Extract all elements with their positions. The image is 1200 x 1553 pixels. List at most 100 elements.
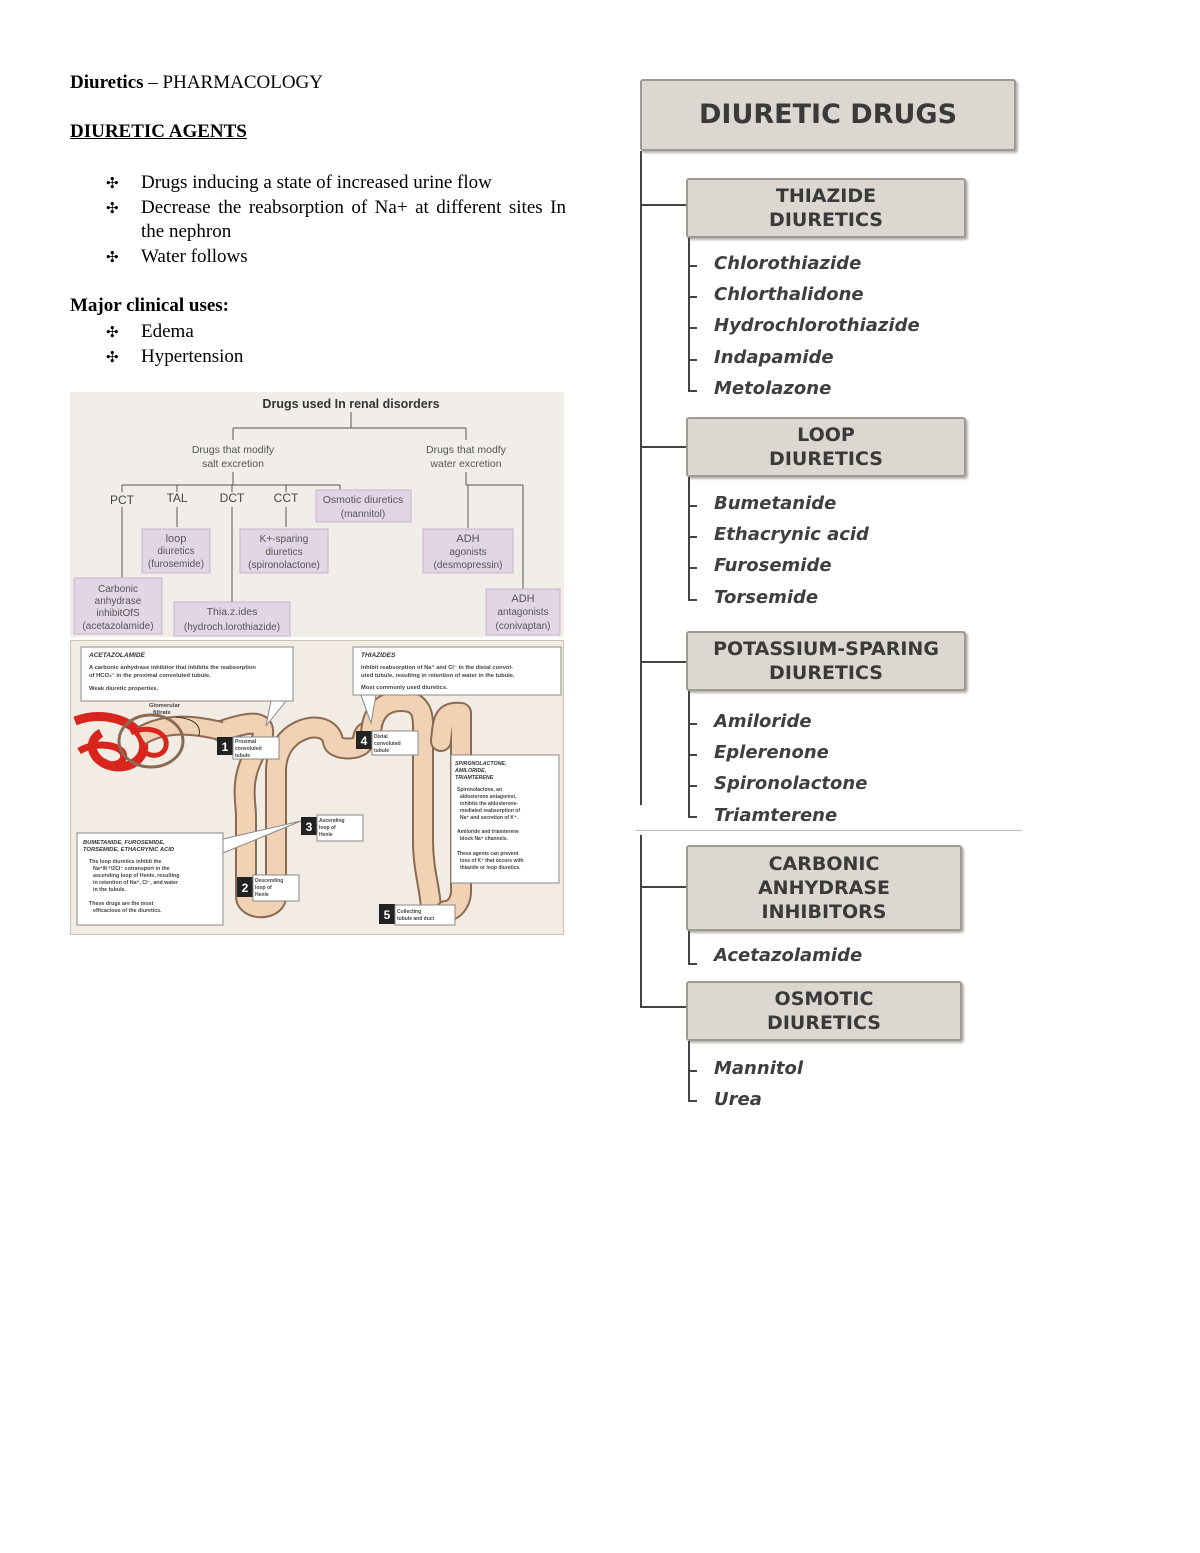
sp-title-2: AMILORIDE, xyxy=(454,768,487,774)
thiazides-box xyxy=(173,601,291,637)
sp-title-1: SPIRONOLACTONE, xyxy=(455,761,507,767)
tick xyxy=(688,1070,697,1072)
diuretic-hierarchy: DIURETIC DRUGS THIAZIDE DIURETICS Chloro… xyxy=(636,75,1026,1125)
seg2-c: Henle xyxy=(255,892,269,898)
branch-line xyxy=(640,886,688,888)
group-loop-box: LOOP DIURETICS xyxy=(686,417,966,477)
tick xyxy=(688,963,697,965)
tick xyxy=(688,723,697,725)
group-line xyxy=(688,931,690,964)
drug-acetazolamide: Acetazolamide xyxy=(714,945,863,966)
seg5-num: 5 xyxy=(384,908,391,922)
loop-b1d: in retention of Na⁺, Cl⁻, and water xyxy=(93,880,178,886)
sp-b2b: block Na⁺ channels. xyxy=(460,836,509,842)
drug-ethacrynic-acid: Ethacrynic acid xyxy=(714,524,869,545)
root-box: DIURETIC DRUGS xyxy=(640,79,1016,151)
seg1-c: tubule xyxy=(235,753,250,759)
water-label-1: Drugs that modfy xyxy=(426,444,507,456)
tick xyxy=(688,296,697,298)
group-title: OSMOTIC DIURETICS xyxy=(767,988,881,1034)
drug-hydrochlorothiazide: Hydrochlorothiazide xyxy=(714,315,920,336)
seg4-num: 4 xyxy=(361,734,368,748)
tick xyxy=(688,359,697,361)
tick xyxy=(688,265,697,267)
adh-antagonist-label-2: antagonists xyxy=(497,607,548,618)
thz-title: THIAZIDES xyxy=(361,652,396,659)
section-divider xyxy=(636,830,1022,831)
adh-antagonist-label-3: (conivaptan) xyxy=(495,621,550,632)
loop-b2b: efficacious of the diuretics. xyxy=(93,908,162,914)
sp-b3a: These agents can prevent xyxy=(457,851,519,857)
list-item: ✣Edema xyxy=(106,320,566,345)
tick xyxy=(688,754,697,756)
thz-b2: Most commonly used diuretics. xyxy=(361,685,448,691)
loop-label-1: loop xyxy=(166,533,187,545)
branch-line xyxy=(640,446,688,448)
renal-drugs-diagram: Drugs used In renal disorders Drugs that… xyxy=(70,392,564,637)
bullet-text: Water follows xyxy=(141,245,248,267)
renal-diagram-svg: Drugs used In renal disorders Drugs that… xyxy=(73,397,561,637)
list-item: ✣Water follows xyxy=(106,245,566,270)
drug-furosemide: Furosemide xyxy=(714,555,832,576)
pct-label: PCT xyxy=(110,493,135,507)
drug-indapamide: Indapamide xyxy=(714,347,834,368)
sp-b2a: Amiloride and triamterene xyxy=(457,829,519,835)
bullet-icon: ✣ xyxy=(106,174,119,192)
title-rest: – PHARMACOLOGY xyxy=(143,72,323,93)
tal-label: TAL xyxy=(166,491,187,505)
tick xyxy=(688,327,697,329)
group-line xyxy=(688,477,690,600)
water-label-2: water excretion xyxy=(429,458,501,470)
acet-b1a: A carbonic anhydrase inhibitor that inhi… xyxy=(89,665,256,671)
drug-mannitol: Mannitol xyxy=(714,1058,803,1079)
osmotic-box xyxy=(315,489,412,523)
drug-amiloride: Amiloride xyxy=(714,711,812,732)
salt-label-2: salt excretion xyxy=(202,458,264,470)
loop-title-2: TORSEMIDE, ETHACRYNIC ACID xyxy=(83,847,175,853)
cct-label: CCT xyxy=(274,491,299,505)
adh-antagonist-label-1: ADH xyxy=(511,593,534,605)
group-potassium-sparing-box: POTASSIUM-SPARING DIURETICS xyxy=(686,631,966,691)
definition-list: ✣Drugs inducing a state of increased uri… xyxy=(106,171,566,269)
drug-metolazone: Metolazone xyxy=(714,378,832,399)
drug-chlorothiazide: Chlorothiazide xyxy=(714,253,862,274)
tick xyxy=(688,390,697,392)
adh-agonist-label-3: (desmopressin) xyxy=(434,560,503,571)
osmotic-label-2: (mannitol) xyxy=(341,509,385,520)
loop-b2a: These drugs are the most xyxy=(89,901,154,907)
loop-label-3: (furosemide) xyxy=(148,559,204,570)
seg2-num: 2 xyxy=(242,881,249,895)
seg3-num: 3 xyxy=(306,820,313,834)
tick xyxy=(688,567,697,569)
group-title: CARBONIC ANHYDRASE INHIBITORS xyxy=(757,853,891,923)
tick xyxy=(688,785,697,787)
loop-b1e: in the tubule. xyxy=(93,887,126,893)
seg4-a: Distal xyxy=(374,734,388,740)
seg2-b: loop of xyxy=(255,885,272,891)
glomerulus xyxy=(73,712,224,772)
thz-b1a: Inhibit reabsorption of Na⁺ and Cl⁻ in t… xyxy=(361,664,513,671)
seg2-a: Descending xyxy=(255,878,283,884)
adh-agonist-label-1: ADH xyxy=(456,533,479,545)
ca-label-2: anhydrase xyxy=(95,596,142,607)
list-item: ✣Drugs inducing a state of increased uri… xyxy=(106,171,566,196)
sp-b3c: thiazide or loop diuretics. xyxy=(460,865,521,871)
group-carbonic-anhydrase-box: CARBONIC ANHYDRASE INHIBITORS xyxy=(686,845,962,931)
loop-box xyxy=(141,528,211,574)
seg4-b: convoluted xyxy=(374,741,401,747)
thz-b1b: uted tubule, resulting in retention of w… xyxy=(361,673,515,679)
drug-eplerenone: Eplerenone xyxy=(714,742,829,763)
thiazides-label-2: (hydroch.lorothiazide) xyxy=(184,622,280,633)
ksparing-box xyxy=(239,528,329,574)
segment-3-label: 3 Ascending loop of Henle xyxy=(301,814,364,842)
group-thiazide-box: THIAZIDE DIURETICS xyxy=(686,178,966,238)
seg3-b: loop of xyxy=(319,825,336,831)
group-osmotic-box: OSMOTIC DIURETICS xyxy=(686,981,962,1041)
sp-b1e: Na⁺ and secretion of K⁺. xyxy=(460,815,519,821)
uses-list: ✣Edema ✣Hypertension xyxy=(106,320,566,369)
title-bold: Diuretics xyxy=(70,72,144,93)
loop-b1c: ascending loop of Henle, resulting xyxy=(93,873,180,879)
ca-label-4: (acetazolamide) xyxy=(82,621,153,632)
adh-agonist-box xyxy=(422,528,514,574)
ksparing-label-2: diuretics xyxy=(265,547,302,558)
